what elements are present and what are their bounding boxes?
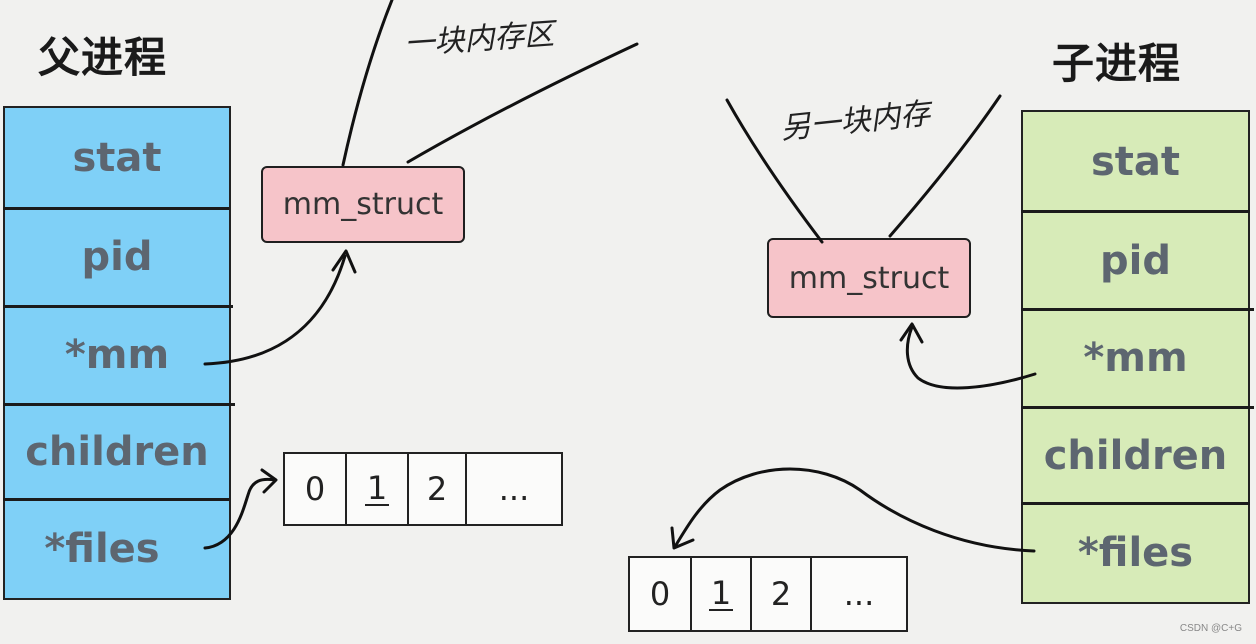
child-divider [1021,406,1254,409]
parent-field-pid: pid [81,234,153,280]
parent-mm-struct: mm_struct [261,166,465,243]
parent-title: 父进程 [38,33,168,82]
parent-fd-table: 0 1 2 ... [283,452,563,526]
child-title: 子进程 [1052,39,1182,88]
child-fd-cell: ... [843,575,875,613]
child-files-arrow [674,467,1036,553]
child-field-stat: stat [1090,139,1181,185]
parent-pcb: stat pid *mm children *files [3,106,235,600]
child-mm-arrow [905,325,1037,390]
child-field-files: *files [1077,530,1194,576]
child-files-arrowhead [670,526,695,550]
child-memory-line [888,94,1002,238]
parent-field-stat: stat [72,135,162,181]
parent-field-files: *files [44,526,160,572]
parent-fd-cell: ... [498,470,530,508]
parent-memory-line [341,0,394,167]
parent-divider [3,403,235,406]
child-memory-line [725,98,824,244]
child-divider [1021,502,1250,505]
watermark: CSDN @C+G [1179,623,1242,634]
parent-divider [3,305,233,308]
child-fd-cell: 2 [752,558,812,630]
child-divider [1021,308,1254,311]
child-field-mm: *mm [1083,335,1188,381]
child-field-pid: pid [1100,238,1171,284]
parent-fd-cell: 0 [285,454,347,524]
parent-fd-cell: 2 [409,454,467,524]
child-mm-arrowhead [899,322,924,344]
child-field-children: children [1043,433,1228,479]
child-divider [1021,210,1250,213]
child-fd-table: 0 1 2 ... [628,556,908,632]
child-fd-cell: 1 [692,558,752,630]
child-pcb: stat pid *mm children *files [1021,110,1254,604]
child-fd-cell: 0 [630,558,692,630]
parent-field-mm: *mm [64,332,170,378]
parent-divider [3,498,229,501]
parent-memory-line [406,42,639,164]
parent-mm-arrow [203,254,347,366]
parent-files-arrowhead [260,468,278,494]
child-mm-struct: mm_struct [767,238,971,318]
parent-mm-arrowhead [331,249,357,274]
parent-files-arrow [203,477,277,550]
parent-field-children: children [25,429,209,475]
parent-fd-cell: 1 [347,454,409,524]
parent-divider [3,207,229,210]
